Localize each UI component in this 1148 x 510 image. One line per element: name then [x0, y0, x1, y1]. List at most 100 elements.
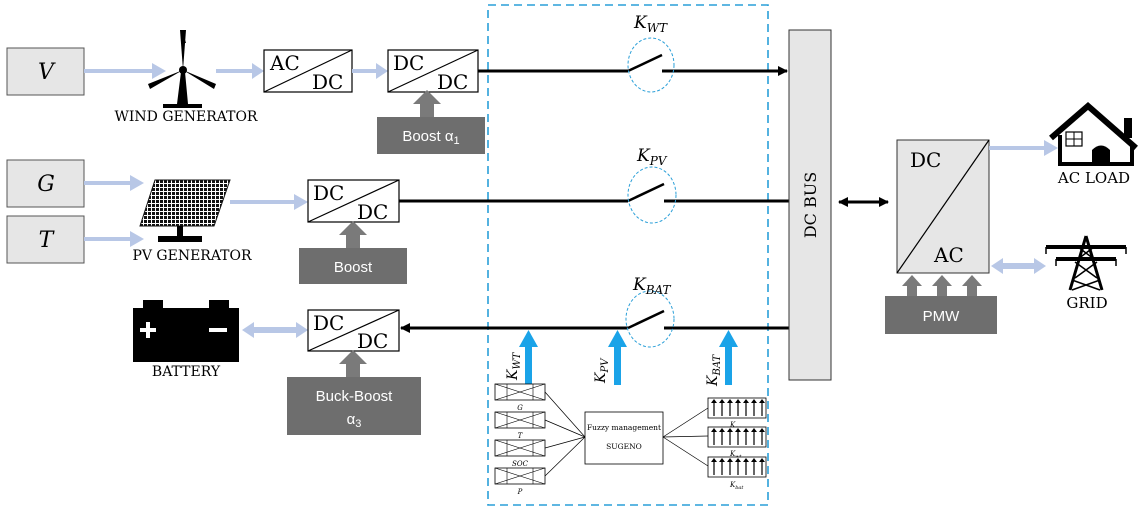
switch-pv-blade	[627, 182, 665, 203]
fuzzy-input-t-label: T	[518, 432, 524, 440]
fuzzy-input-g: G	[494, 383, 546, 412]
fuzzy-input-lines	[544, 391, 586, 477]
fuzzy-output-bat-k: K	[729, 481, 736, 489]
fuzzy-output-bat: Kbat	[707, 456, 767, 491]
switch-bat-k: K	[632, 275, 647, 295]
inverter-dc-label: DC	[910, 148, 941, 172]
arrow-v-to-wind-head	[152, 63, 166, 79]
control-arrow-bat: KBAT	[705, 330, 738, 387]
fuzzy-input-p-label: P	[517, 488, 523, 496]
input-g-box	[6, 159, 85, 208]
fuzzy-management-box	[584, 411, 664, 465]
dcdc-wind-dc-bottom: DC	[437, 70, 468, 94]
svg-text:KBAT: KBAT	[705, 354, 723, 387]
boost-a1-sub: 1	[454, 135, 460, 147]
grid-label: GRID	[1066, 294, 1107, 312]
fuzzy-input-soc-label: SOC	[512, 460, 529, 468]
control-arrow-wt: KWT	[505, 330, 538, 385]
acdc-converter: AC DC	[263, 49, 353, 94]
switch-pv-k: K	[636, 146, 651, 166]
buck-boost-arrow	[339, 350, 367, 377]
control-bat-k: K	[705, 374, 721, 387]
dcdc-pv-converter: DC DC	[307, 179, 400, 224]
control-bat-sub: BAT	[712, 354, 723, 377]
input-v-label: V	[38, 60, 56, 85]
dc-bus	[788, 29, 832, 381]
dcac-inverter: DC AC	[896, 139, 990, 274]
pmw-arrows	[902, 275, 982, 296]
boost-a1-label: Boost α	[402, 128, 454, 145]
dcdc-bat-dc-bottom: DC	[357, 329, 388, 353]
dcdc-pv-dc-top: DC	[313, 181, 344, 205]
dc-bus-label: DC BUS	[801, 172, 820, 238]
dcdc-wind-converter: DC DC	[387, 49, 479, 94]
buck-boost-sub: 3	[355, 418, 361, 430]
dcdc-pv-dc-bottom: DC	[357, 200, 388, 224]
switch-bat-sub: BAT	[645, 283, 672, 297]
svg-text:KWT: KWT	[633, 13, 668, 35]
buck-boost-box	[287, 377, 421, 435]
svg-text:KBAT: KBAT	[632, 275, 672, 297]
pv-panel-icon	[139, 179, 231, 242]
fuzzy-output-pv: Kpv	[707, 397, 767, 431]
dcdc-bat-dc-top: DC	[313, 311, 344, 335]
battery-label: BATTERY	[152, 364, 221, 380]
switch-wt-k: K	[633, 13, 648, 33]
transmission-tower-icon	[1045, 235, 1127, 291]
svg-text:α3: α3	[347, 411, 362, 430]
fuzzy-input-t: T	[494, 411, 546, 440]
switch-pv-circle	[627, 166, 677, 224]
switch-wt-circle	[627, 37, 675, 93]
boost-label: Boost	[334, 259, 373, 276]
boost-a1-box	[377, 117, 485, 154]
boost-a1-arrow	[413, 90, 441, 117]
arrow-acdc-to-dcdc	[376, 63, 388, 79]
buck-boost-label: Buck-Boost	[316, 388, 394, 405]
switch-pv-sub: PV	[649, 154, 668, 168]
fuzzy-output-wt-k: K	[729, 450, 736, 458]
fuzzy-output-lines	[662, 407, 709, 467]
control-arrow-pv: KPV	[593, 330, 627, 385]
fuzzy-output-bat-sub: bat	[735, 485, 744, 491]
battery-icon	[133, 300, 239, 362]
boost-box	[299, 248, 407, 284]
svg-text:KWT: KWT	[505, 351, 523, 381]
svg-text:Boost α1: Boost α1	[402, 128, 459, 147]
switch-wt-sub: WT	[647, 21, 668, 35]
switch-bat-blade	[627, 309, 665, 330]
boost-arrow	[339, 221, 367, 248]
input-g-label: G	[37, 172, 55, 197]
fuzzy-title: Fuzzy management	[587, 423, 661, 432]
acdc-ac-label: AC	[269, 51, 300, 75]
fuzzy-input-g-label: G	[517, 404, 523, 412]
dcdc-battery-converter: DC DC	[307, 309, 400, 353]
switch-wt-blade	[627, 53, 663, 73]
acdc-dc-label: DC	[312, 70, 343, 94]
svg-text:KPV: KPV	[593, 357, 611, 384]
wind-turbine-icon	[148, 30, 216, 108]
control-wt-sub: WT	[512, 351, 523, 369]
pv-generator-label: PV GENERATOR	[132, 248, 252, 264]
input-v-box	[6, 47, 85, 96]
inverter-ac-label: AC	[933, 243, 964, 267]
arrow-battery-dcdc	[242, 322, 308, 338]
fuzzy-inputs: G T SOC P	[494, 383, 546, 496]
svg-text:Kbat: Kbat	[729, 481, 744, 491]
ac-load-label: AC LOAD	[1057, 169, 1130, 187]
control-pv-k: K	[593, 371, 609, 384]
fuzzy-output-wt: Kwt	[707, 426, 767, 460]
input-t-box	[6, 215, 85, 264]
fuzzy-output-pv-k: K	[729, 421, 736, 429]
svg-text:KPV: KPV	[636, 146, 668, 168]
fuzzy-input-soc: SOC	[494, 439, 546, 468]
buck-boost-alpha: α	[347, 411, 356, 428]
pmw-box	[885, 296, 997, 334]
input-t-label: T	[39, 228, 56, 253]
fuzzy-input-p: P	[494, 467, 546, 496]
house-icon	[1049, 102, 1138, 166]
arrow-inverter-grid	[991, 258, 1046, 274]
control-pv-sub: PV	[600, 357, 611, 374]
dcdc-wind-dc-top: DC	[393, 51, 424, 75]
